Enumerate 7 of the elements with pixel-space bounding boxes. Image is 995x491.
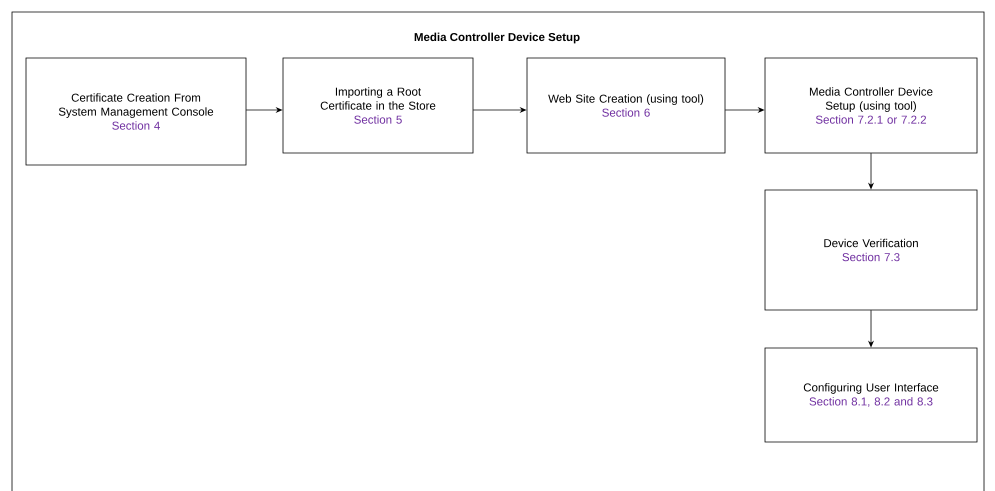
process-box: Device Verification Section 7.3 <box>764 190 978 310</box>
process-box: Web Site Creation (using tool) Section 6 <box>526 58 726 154</box>
process-box: Importing a Root Certificate in the Store Section 5 <box>282 58 474 154</box>
title: Media Controller Device Setup <box>414 32 580 44</box>
process-box: Configuring User Interface Section 8.1, 8.2 and 8.3 <box>764 348 978 442</box>
process-box: Certificate Creation From System Management Console Section 4 <box>26 58 246 166</box>
process-box: Media Controller Device Setup (using tool) Section 7.2.1 or 7.2.2 <box>764 58 978 154</box>
